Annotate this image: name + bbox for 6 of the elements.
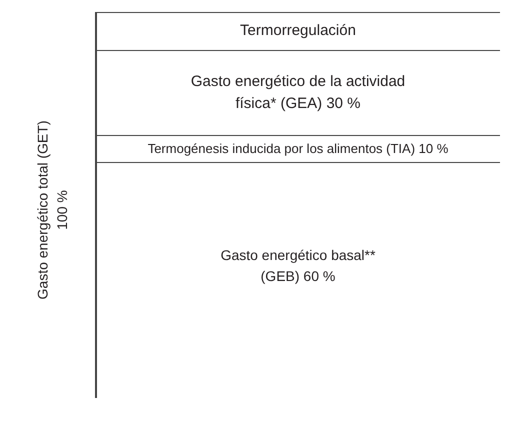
axis-value: 100 % [54,190,70,230]
band-label: Gasto energético basal** (GEB) 60 % [220,246,376,286]
band-label: Gasto energético de la actividad física* (GEA) 30 % [190,72,406,114]
axis-title: Gasto energético total (GET) [34,120,50,300]
band-label: Termorregulación [240,21,356,42]
band-label: Termogénesis inducida por los alimentos (TIA) 10 % [148,140,448,158]
